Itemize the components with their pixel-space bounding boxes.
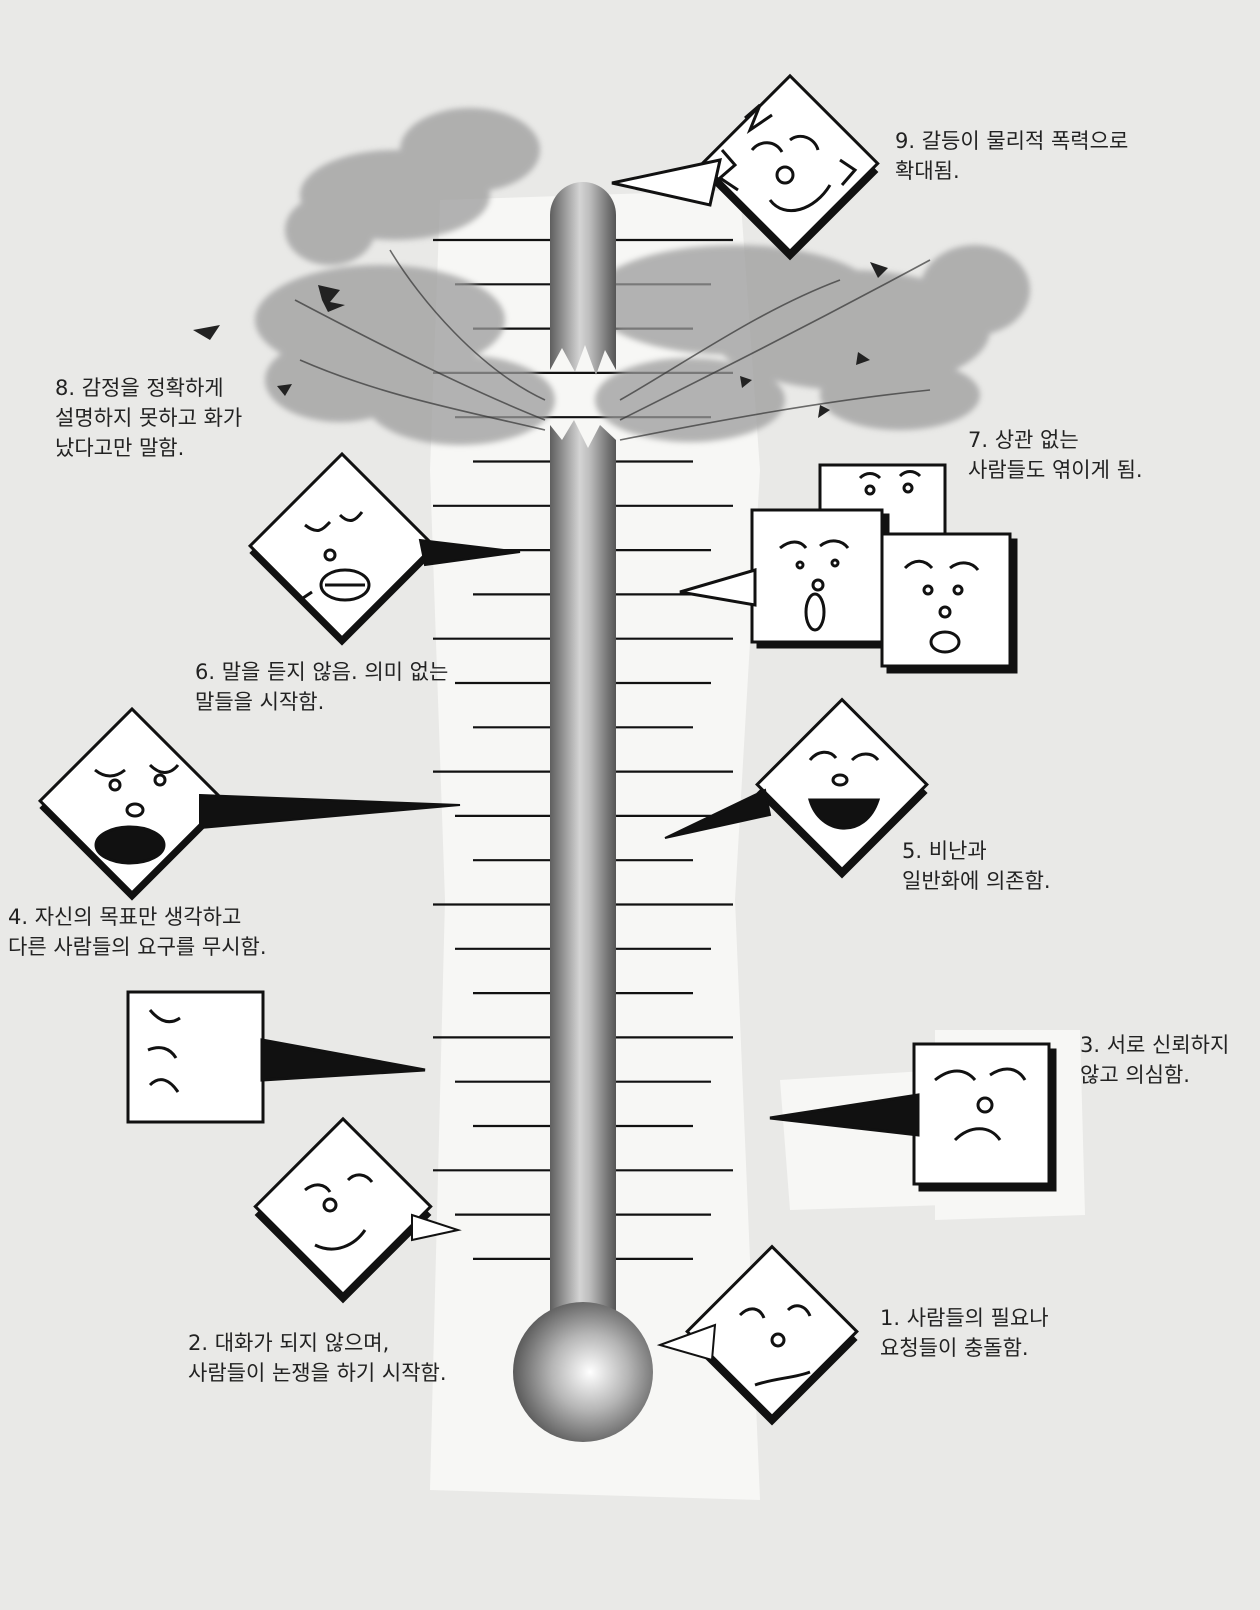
thermometer-tube-upper xyxy=(550,182,616,375)
face-5-blaming xyxy=(664,697,929,879)
face-1-conflicting-needs xyxy=(656,1244,859,1426)
face-4-selfish xyxy=(37,706,461,901)
stage-label-2: 2. 대화가 되지 않으며,사람들이 논쟁을 하기 시작함. xyxy=(188,1331,447,1385)
thermometer-bulb xyxy=(513,1302,653,1442)
face-2-arguing-square xyxy=(126,990,426,1124)
face-3-suspicious xyxy=(769,1042,1057,1192)
thermometer-tube-lower xyxy=(550,420,616,1320)
explosion-smoke-cloud xyxy=(193,108,1030,445)
thermometer xyxy=(513,182,653,1442)
face-2-arguing-diamond xyxy=(253,1116,462,1304)
face-7-group xyxy=(679,463,1018,674)
face-9-rage xyxy=(611,73,880,261)
face-8-angry xyxy=(247,451,521,646)
